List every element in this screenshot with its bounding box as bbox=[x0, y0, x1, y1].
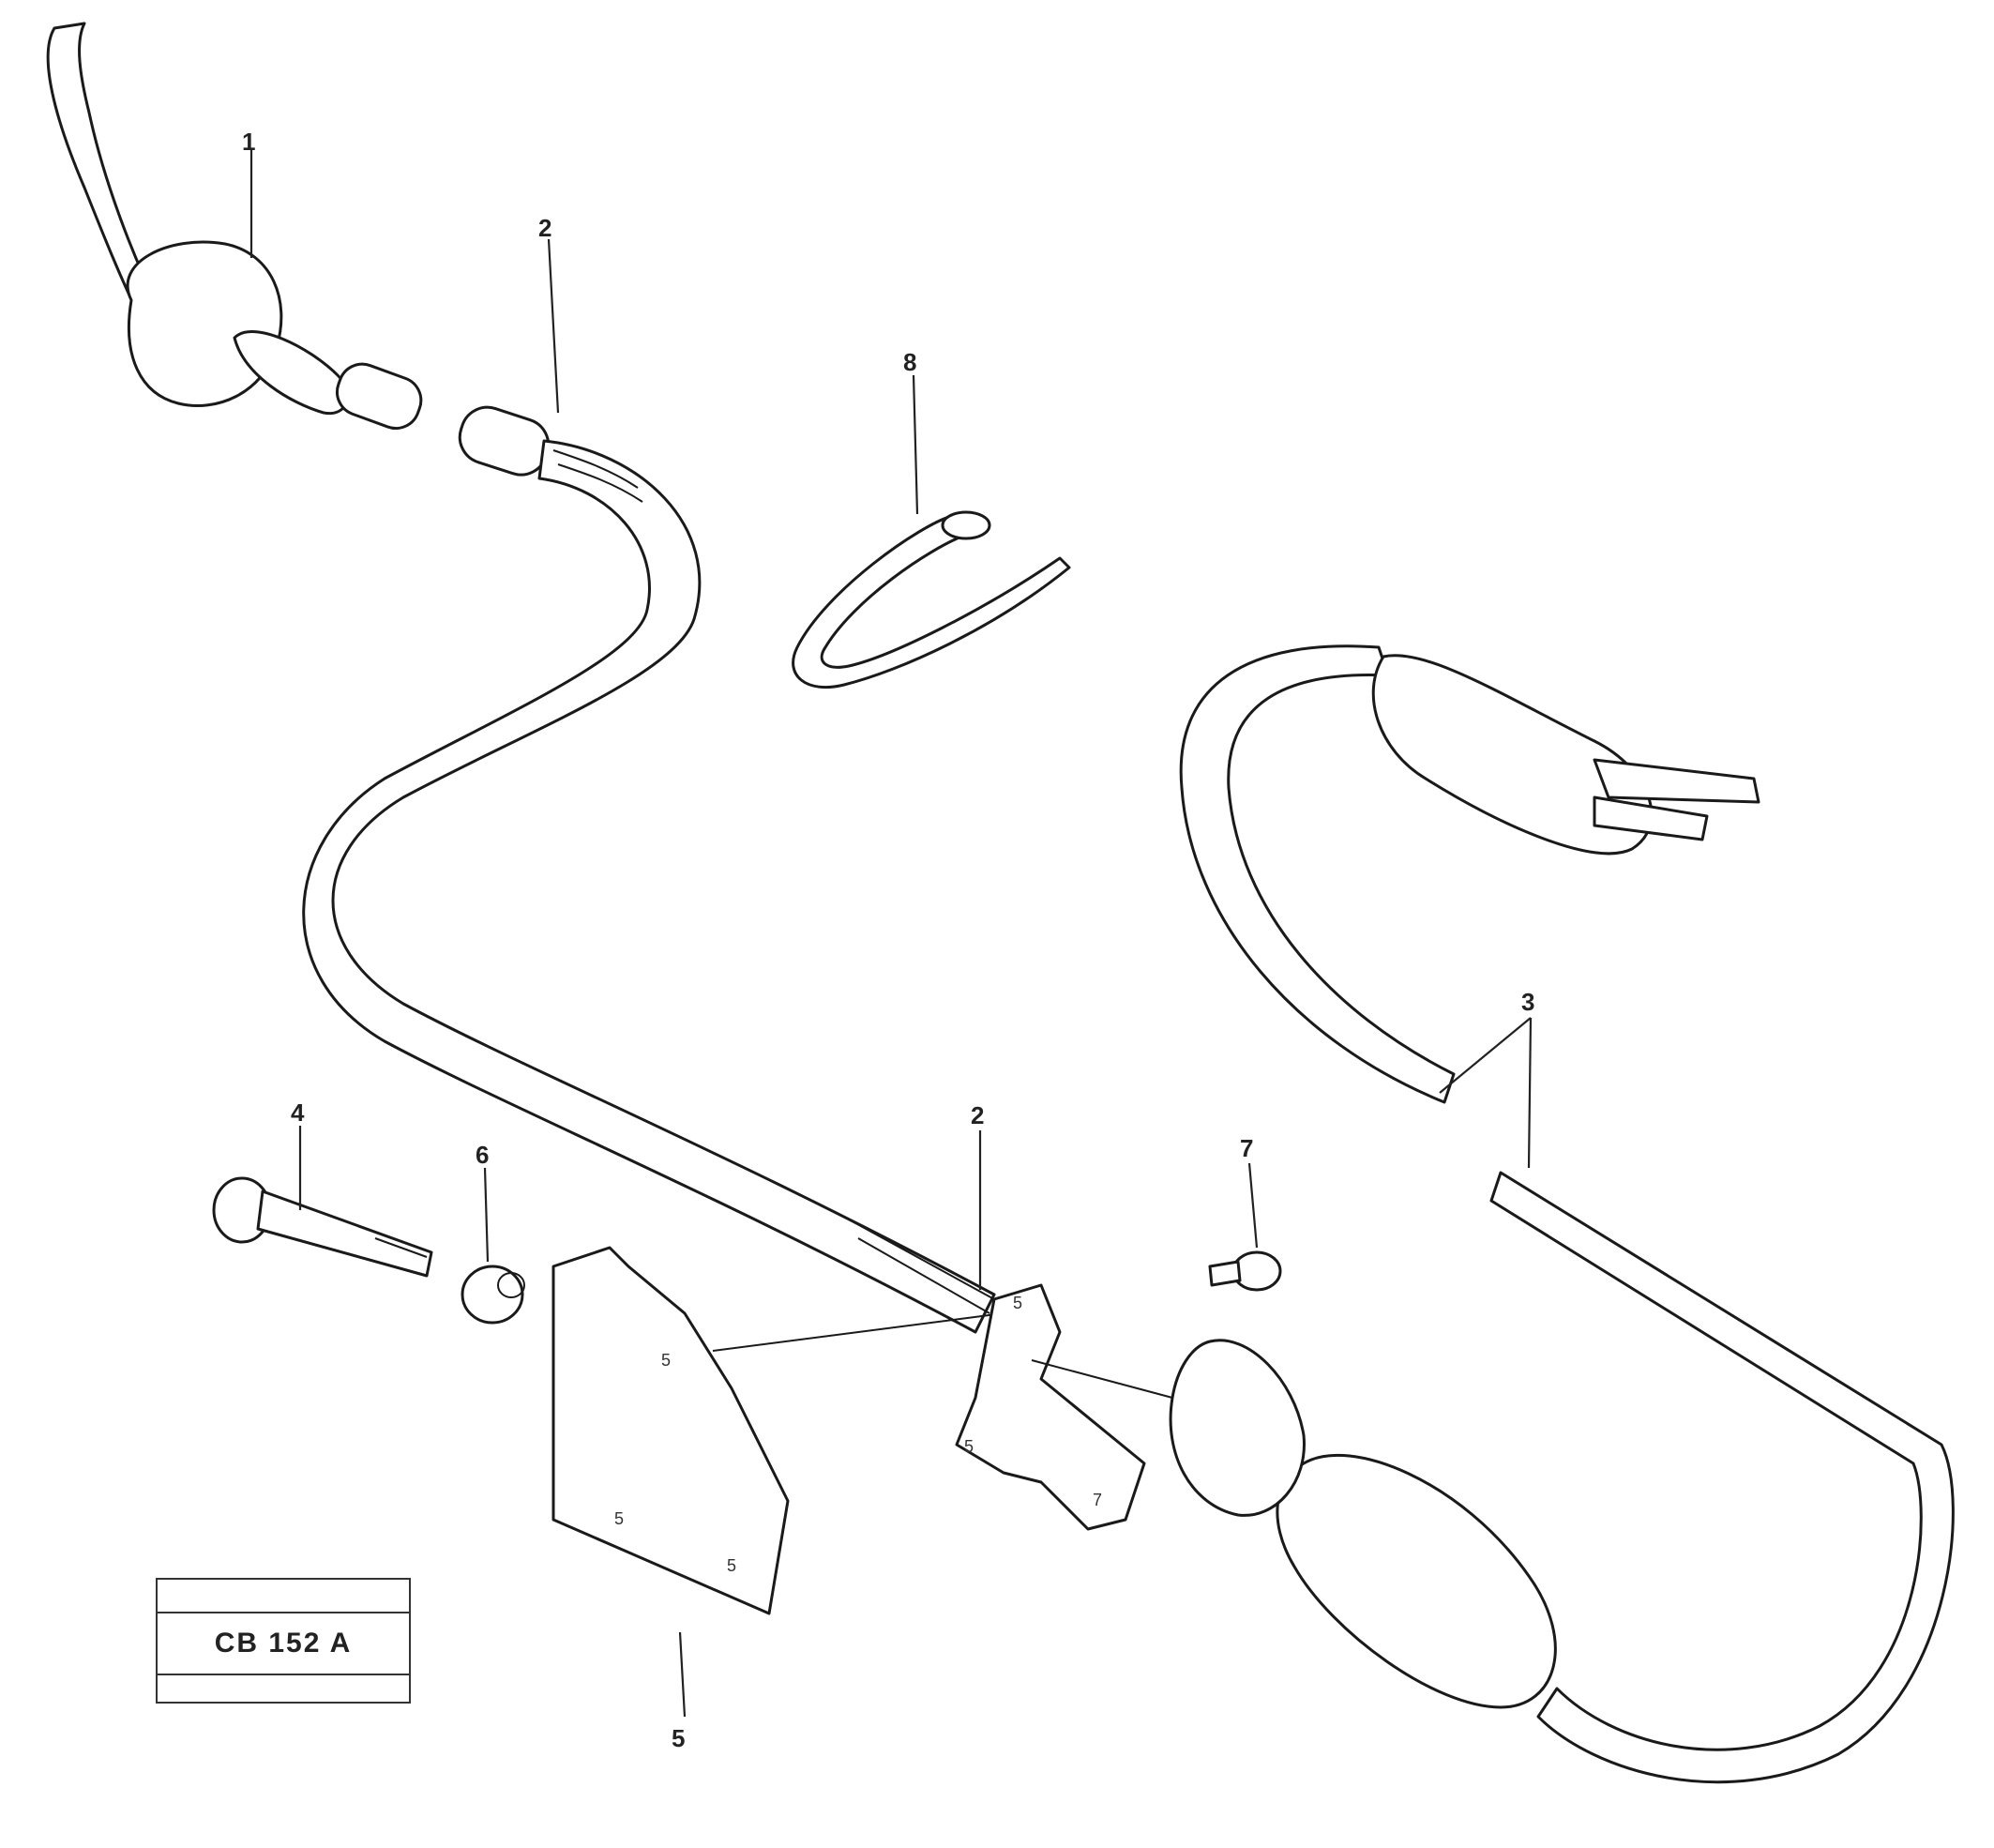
part-3-cable-and-plug bbox=[1169, 644, 1955, 1784]
reference-box: CB 152 A bbox=[156, 1578, 411, 1704]
callout-1: 1 bbox=[242, 128, 255, 156]
part-8-clip bbox=[792, 510, 1071, 689]
leader-3a bbox=[1439, 1017, 1532, 1094]
reference-box-code: CB 152 A bbox=[158, 1613, 409, 1675]
callout-2a: 2 bbox=[538, 214, 551, 242]
callout-3: 3 bbox=[1521, 988, 1534, 1016]
part-7-screw-bracket: 5 5 7 bbox=[955, 1250, 1282, 1531]
part-6-spacer bbox=[461, 1265, 525, 1325]
callout-2b: 2 bbox=[971, 1101, 984, 1129]
svg-text:5: 5 bbox=[661, 1351, 671, 1370]
part-2-hose bbox=[302, 405, 996, 1334]
callout-4: 4 bbox=[291, 1098, 305, 1127]
svg-text:5: 5 bbox=[1013, 1294, 1022, 1312]
leader-2a bbox=[547, 238, 560, 414]
part-4-bolt bbox=[212, 1176, 433, 1278]
reference-box-bottom-text bbox=[158, 1675, 409, 1704]
leader-8 bbox=[912, 374, 919, 515]
callout-8: 8 bbox=[903, 348, 916, 376]
leader-5 bbox=[678, 1631, 687, 1718]
svg-text:5: 5 bbox=[614, 1509, 624, 1528]
callout-6: 6 bbox=[476, 1141, 489, 1169]
svg-text:5: 5 bbox=[964, 1437, 974, 1456]
leader-3b bbox=[1527, 1017, 1533, 1169]
reference-box-top-text bbox=[158, 1580, 409, 1613]
svg-text:5: 5 bbox=[727, 1556, 736, 1575]
part-1-handle bbox=[46, 22, 423, 431]
callout-5: 5 bbox=[672, 1724, 685, 1752]
leader-6 bbox=[483, 1167, 490, 1263]
svg-text:7: 7 bbox=[1093, 1491, 1102, 1509]
part-5-plate: 5 5 5 bbox=[551, 1246, 1005, 1615]
callout-7: 7 bbox=[1240, 1134, 1253, 1162]
leader-7 bbox=[1247, 1162, 1259, 1249]
